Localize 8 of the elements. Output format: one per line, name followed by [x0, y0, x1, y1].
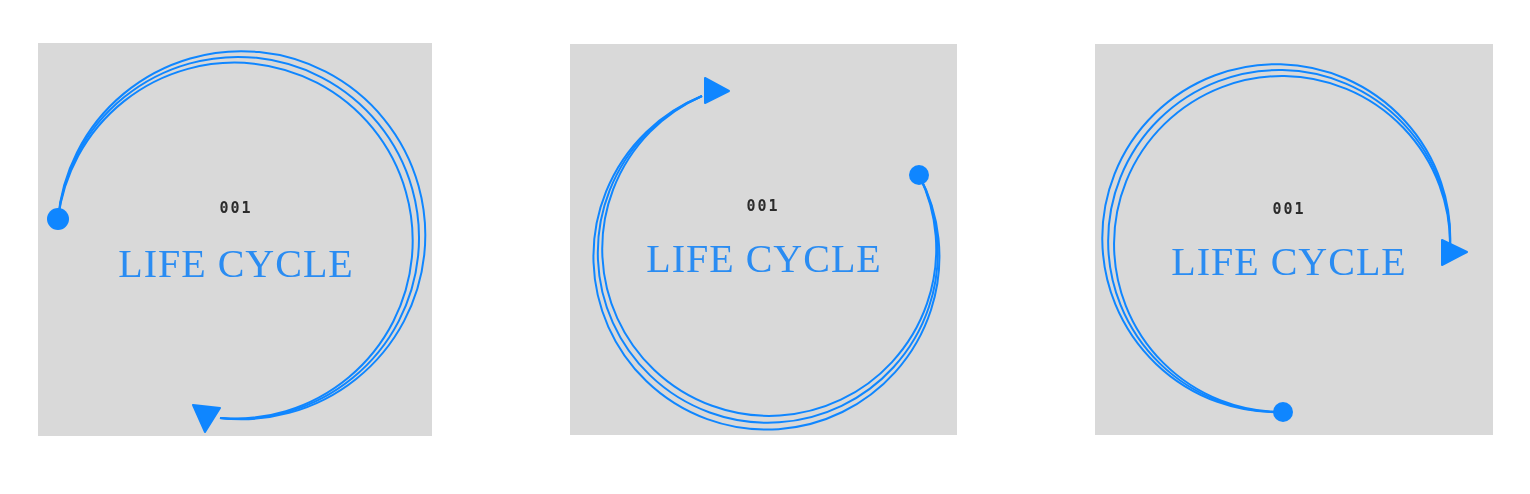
- square-card: [570, 44, 957, 435]
- card-title: LIFE CYCLE: [646, 239, 882, 279]
- card-number: 001: [1272, 202, 1306, 217]
- card-title: LIFE CYCLE: [1171, 242, 1407, 282]
- card-number: 001: [746, 199, 780, 214]
- square-card: [1095, 44, 1493, 435]
- card-number: 001: [219, 201, 253, 216]
- card-title: LIFE CYCLE: [118, 244, 354, 284]
